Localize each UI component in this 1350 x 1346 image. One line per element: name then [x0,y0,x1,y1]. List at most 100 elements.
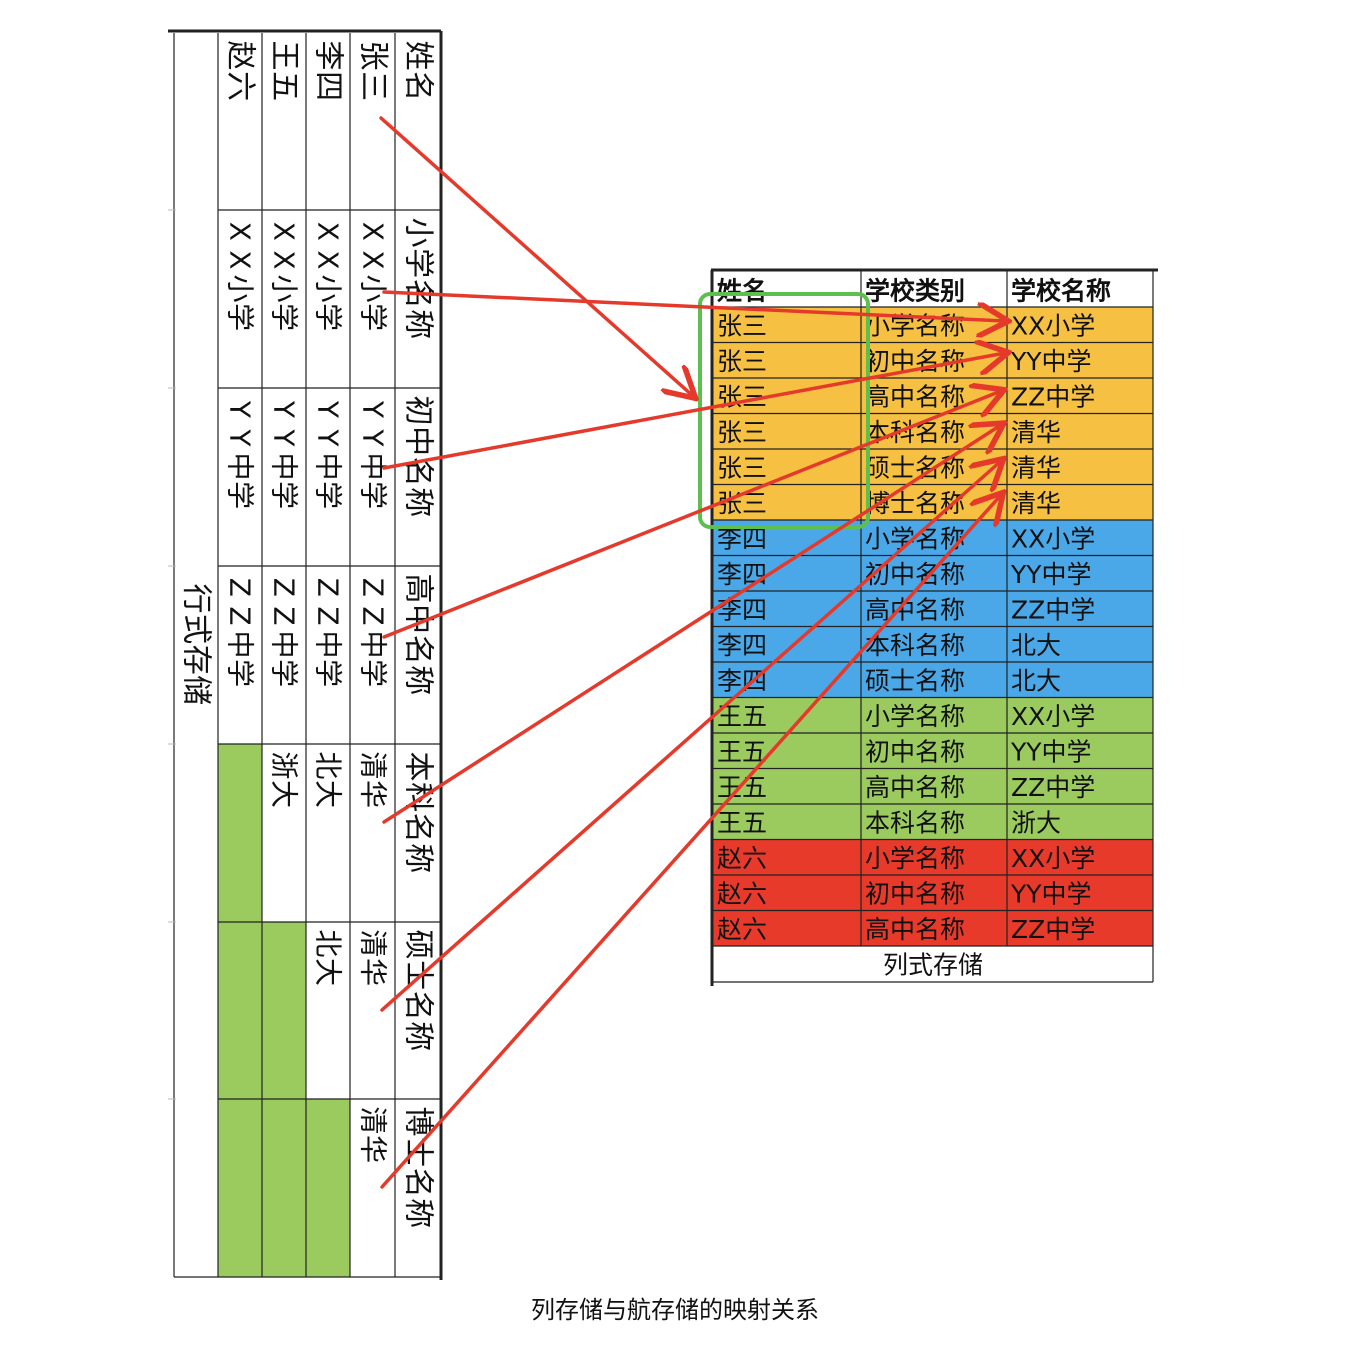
column-store-cell: YY中学 [1010,347,1092,376]
svg-text:中: 中 [224,453,257,481]
svg-text:华: 华 [357,958,390,986]
svg-text:X: X [268,250,301,269]
svg-text:赵: 赵 [223,41,258,71]
column-store-cell: 高中名称 [865,595,965,624]
svg-text:清: 清 [357,1106,390,1134]
svg-text:中: 中 [268,453,301,481]
column-store-cell: 高中名称 [865,915,965,944]
svg-text:中: 中 [401,426,436,456]
row-store-cell: YY中学 [268,400,301,509]
svg-text:小: 小 [224,275,257,303]
column-store-cell: ZZ中学 [1011,915,1095,944]
svg-text:姓: 姓 [401,41,436,71]
empty-cell [262,1099,306,1277]
column-store-cell: ZZ中学 [1011,773,1095,802]
svg-text:学: 学 [357,481,390,509]
svg-text:大: 大 [312,958,345,986]
svg-text:学: 学 [268,659,301,687]
column-store-label: 列式存储 [883,951,983,980]
row-store-cell-name: 李四 [311,41,346,102]
column-store-header: 学校类别 [865,277,965,306]
svg-text:Z: Z [357,606,390,625]
empty-cell [218,922,262,1099]
column-store-cell: XX小学 [1011,524,1095,553]
column-store-row-bg [713,768,1153,804]
svg-text:称: 称 [401,1198,436,1228]
column-store-cell: YY中学 [1010,560,1092,589]
column-store-cell: 王五 [717,737,767,766]
svg-text:小: 小 [312,275,345,303]
svg-text:学: 学 [357,303,390,331]
row-store-cell: 北大 [312,751,345,808]
svg-text:硕: 硕 [401,930,436,960]
row-store-header-school-1: 小学名称 [401,218,436,340]
row-store-cell: 北大 [312,929,345,986]
svg-text:中: 中 [312,453,345,481]
svg-text:王: 王 [267,41,302,71]
svg-text:清: 清 [357,751,390,779]
mapping-arrow [379,116,693,396]
row-store-cell: XX小学 [268,222,301,331]
column-store-cell: 本科名称 [865,808,965,837]
column-store-cell: 张三 [717,418,767,447]
svg-text:X: X [224,250,257,269]
svg-text:小: 小 [357,275,390,303]
column-store-row-bg [713,662,1153,698]
column-store-cell: 小学名称 [865,844,965,873]
row-store-cell: 清华 [357,1106,390,1163]
column-store-cell: 本科名称 [865,418,965,447]
svg-text:称: 称 [401,843,436,873]
svg-text:北: 北 [312,751,345,779]
svg-text:学: 学 [312,659,345,687]
row-store-cell: YY中学 [224,400,257,509]
row-store-cell: 清华 [357,751,390,808]
svg-text:Z: Z [312,578,345,597]
svg-text:Y: Y [224,428,257,447]
row-store-header-school-3: 高中名称 [401,574,436,696]
row-store-cell: ZZ中学 [357,578,390,687]
row-store-cell: ZZ中学 [224,578,257,687]
mapping-arrow [380,461,1001,1012]
svg-text:Z: Z [224,606,257,625]
column-store-cell: 赵六 [717,879,767,908]
column-store-cell: ZZ中学 [1011,595,1095,624]
column-store-cell: XX小学 [1011,844,1095,873]
column-store-cell: 初中名称 [865,560,965,589]
row-store-table: 姓名小学名称初中名称高中名称本科名称硕士名称博士名称张三XX小学YY中学ZZ中学… [168,29,443,1280]
column-store-cell: 硕士名称 [865,666,965,695]
svg-text:士: 士 [401,960,436,990]
column-store-header: 姓名 [717,277,767,306]
svg-text:X: X [357,250,390,269]
column-store-row-bg [713,307,1153,343]
svg-text:Z: Z [268,578,301,597]
row-store-cell: YY中学 [357,400,390,509]
column-store-header: 学校名称 [1011,277,1111,306]
svg-text:华: 华 [357,1135,390,1163]
svg-text:三: 三 [356,71,391,101]
column-store-cell: 初中名称 [865,737,965,766]
row-store-cell: XX小学 [312,222,345,331]
column-store-cell: 小学名称 [865,702,965,731]
svg-text:名: 名 [401,635,436,665]
svg-text:称: 称 [401,665,436,695]
column-store-cell: YY中学 [1010,879,1092,908]
column-store-cell: YY中学 [1010,737,1092,766]
svg-text:学: 学 [357,659,390,687]
row-store-cell: YY中学 [312,400,345,509]
svg-text:学: 学 [268,303,301,331]
svg-text:学: 学 [401,248,436,278]
column-store-cell: 本科名称 [865,631,965,660]
row-store-cell-name: 张三 [356,41,391,102]
column-store-row-bg [713,378,1153,414]
column-store-cell: 初中名称 [865,879,965,908]
svg-text:称: 称 [401,309,436,339]
svg-text:大: 大 [268,780,301,808]
row-store-header-name: 姓名 [401,41,436,102]
column-store-cell: ZZ中学 [1011,382,1095,411]
svg-text:五: 五 [267,71,302,101]
column-store-row-bg [713,591,1153,627]
column-store-cell: 清华 [1011,489,1061,518]
svg-text:大: 大 [312,780,345,808]
